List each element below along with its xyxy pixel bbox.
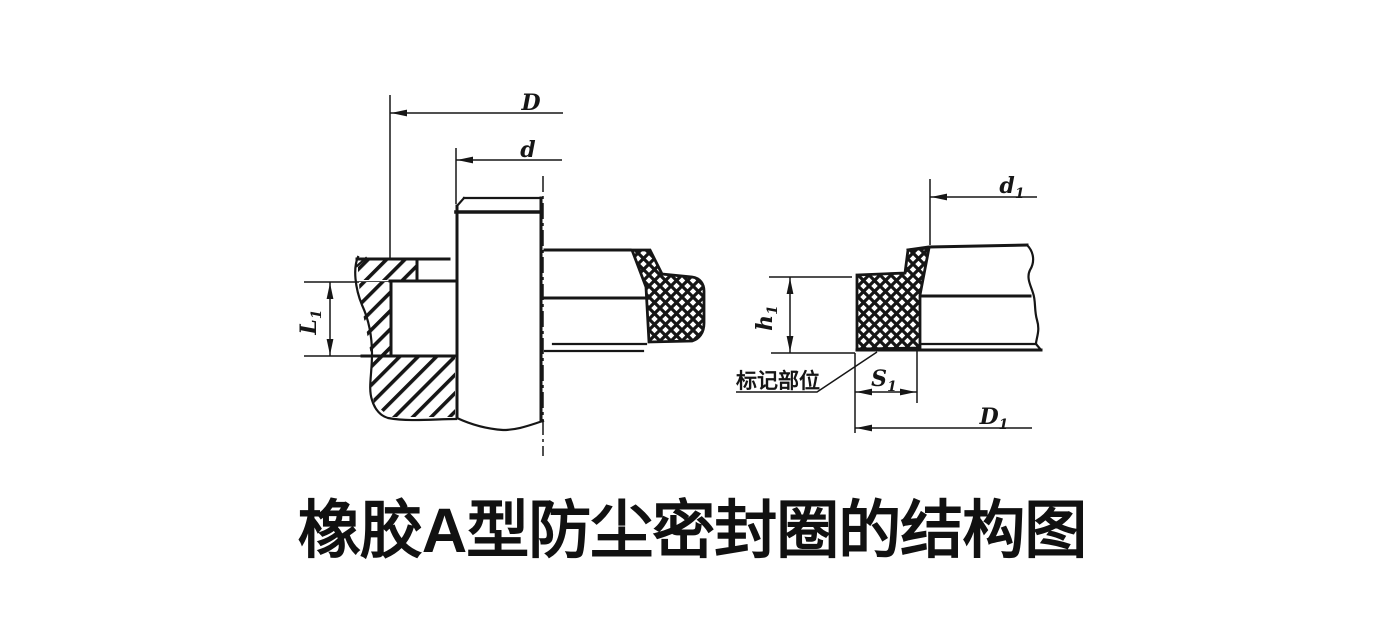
arrowhead [391,109,407,117]
seal-break-line [1025,243,1040,345]
shaft-break-line [455,416,545,432]
arrowhead [900,388,916,396]
seal-cross-section-installed [629,248,706,344]
dimension-labels: D d L1 d1 h1 S1 D1 标记部位 橡胶A型防尘密封圈的结构图 [296,90,1087,566]
housing-chamfer [355,256,368,268]
arrowhead [786,278,794,294]
dim-label-S1: S1 [871,366,897,395]
dim-label-L1: L1 [296,309,325,335]
seal-top-edge [906,243,1029,252]
marking-leader-line [736,351,878,393]
assembly-section-view [304,95,706,456]
dim-label-d: d [520,137,535,163]
dim-label-h1: h1 [752,305,781,331]
arrowhead [326,283,334,299]
seal-detail-view [736,179,1043,433]
arrowhead [931,193,947,201]
seal-lip-end [1034,342,1043,352]
housing-break-boundary [354,255,458,422]
dim-label-D: D [520,90,540,116]
marking-position-label: 标记部位 [736,369,820,393]
arrowhead [326,339,334,355]
dim-label-d1: d1 [999,173,1024,202]
figure-title: 橡胶A型防尘密封圈的结构图 [298,496,1087,566]
arrowhead [856,424,872,432]
extension-lines-h1 [769,276,855,354]
shaft-chamfer [455,196,466,208]
seal-cross-section-detail [855,246,931,351]
arrowhead [786,336,794,352]
housing-hatch-top [358,260,416,280]
housing-hatch-bottom [370,357,455,417]
housing-hatch-middle [359,282,390,355]
dim-label-D1: D1 [979,404,1009,433]
arrowhead [457,156,473,164]
arrowhead [856,388,872,396]
extension-lines-S1 [854,349,918,433]
